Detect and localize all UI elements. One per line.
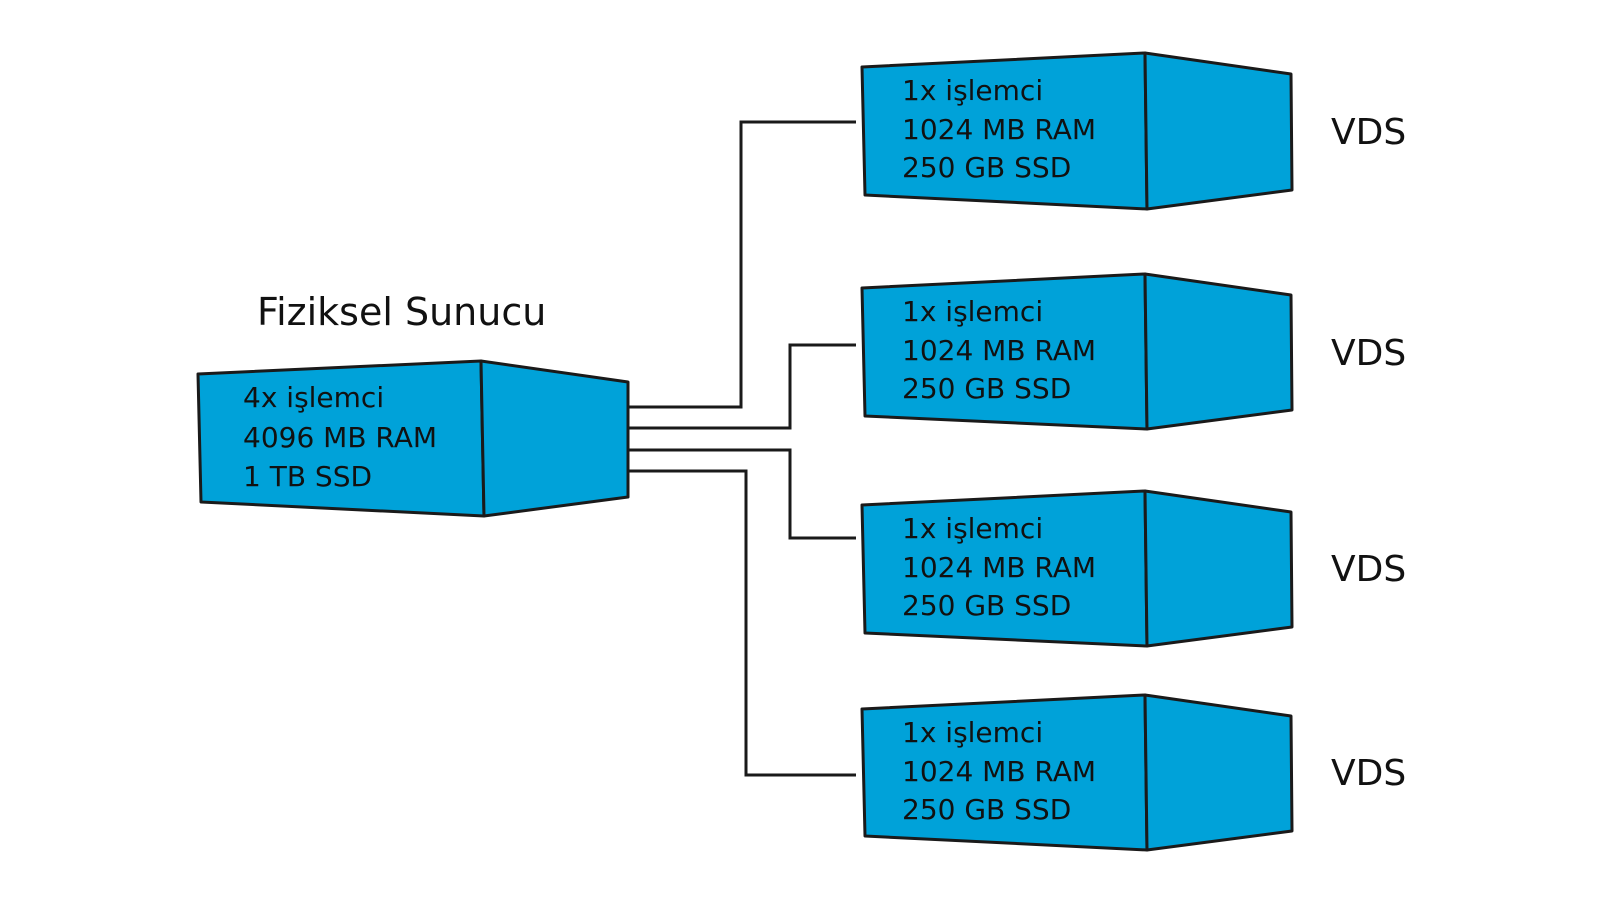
vds-3-label: VDS	[1331, 549, 1406, 590]
vds-4-ram: 1024 MB RAM	[902, 755, 1096, 788]
vds-1-ram: 1024 MB RAM	[902, 113, 1096, 146]
physical-server-cpu: 4x işlemci	[243, 381, 384, 414]
vds-4-label: VDS	[1331, 753, 1406, 794]
vds-1-disk: 250 GB SSD	[902, 151, 1071, 184]
vds-3-side-face	[1143, 489, 1294, 648]
vds-server-4: 1x işlemci 1024 MB RAM 250 GB SSD VDS	[860, 693, 1406, 852]
vds-4-side-face	[1143, 693, 1294, 852]
connectors	[628, 120, 856, 777]
vds-1-side-face	[1143, 51, 1294, 211]
physical-server-side-face	[479, 359, 630, 518]
vds-server-2: 1x işlemci 1024 MB RAM 250 GB SSD VDS	[860, 272, 1406, 431]
connector-vds-2	[628, 343, 856, 430]
vds-server-1: 1x işlemci 1024 MB RAM 250 GB SSD VDS	[860, 51, 1406, 211]
vds-server-3: 1x işlemci 1024 MB RAM 250 GB SSD VDS	[860, 489, 1406, 648]
vds-4-disk: 250 GB SSD	[902, 793, 1071, 826]
physical-server-disk: 1 TB SSD	[243, 460, 372, 493]
vds-2-side-face	[1143, 272, 1294, 431]
physical-server: Fiziksel Sunucu 4x işlemci 4096 MB RAM 1…	[196, 290, 630, 518]
connector-vds-4	[628, 469, 856, 777]
vds-2-cpu: 1x işlemci	[902, 295, 1043, 328]
vds-2-label: VDS	[1331, 333, 1406, 374]
connector-vds-1	[628, 120, 856, 409]
physical-server-title: Fiziksel Sunucu	[257, 290, 546, 334]
vds-3-ram: 1024 MB RAM	[902, 551, 1096, 584]
vds-1-cpu: 1x işlemci	[902, 74, 1043, 107]
vds-2-ram: 1024 MB RAM	[902, 334, 1096, 367]
vds-4-cpu: 1x işlemci	[902, 716, 1043, 749]
vds-3-disk: 250 GB SSD	[902, 589, 1071, 622]
connector-vds-3	[628, 448, 856, 540]
physical-server-ram: 4096 MB RAM	[243, 421, 437, 454]
vds-2-disk: 250 GB SSD	[902, 372, 1071, 405]
vds-3-cpu: 1x işlemci	[902, 512, 1043, 545]
vds-1-label: VDS	[1331, 112, 1406, 153]
